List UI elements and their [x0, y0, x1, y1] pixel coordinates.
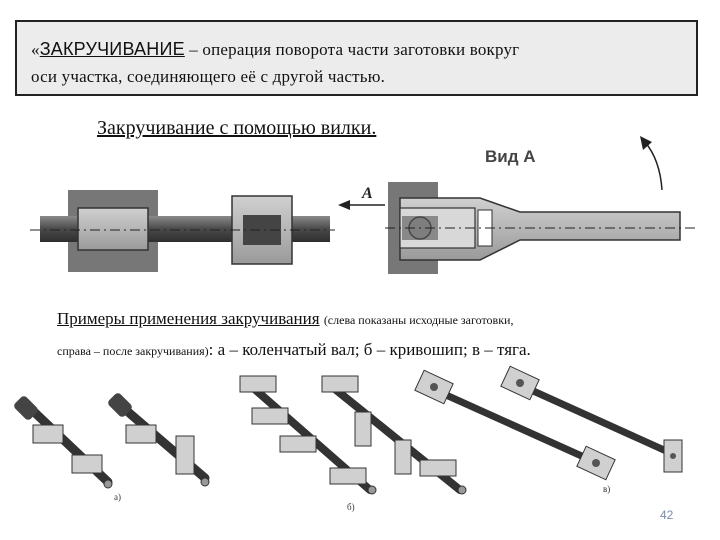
examples-note-2: справа – после закручивания) [57, 344, 209, 358]
page-number: 42 [660, 508, 674, 522]
arrow-label: А [361, 185, 373, 202]
examples-note-1: (слева показаны исходные заготовки, [323, 313, 514, 327]
example-c-blank [414, 369, 616, 481]
example-b-twisted [321, 375, 467, 495]
definition-term: ЗАКРУЧИВАНИЕ [39, 39, 185, 59]
fork-heading: Закручивание с помощью вилки. [97, 117, 377, 139]
example-c-twisted [500, 365, 683, 473]
view-label: Вид А [485, 147, 536, 166]
definition-line-2: оси участка, соединяющего её с другой ча… [31, 67, 386, 86]
caption-a: а) [114, 492, 121, 502]
examples-caption: Примеры применения закручивания (слева п… [57, 304, 697, 366]
example-a-blank [14, 396, 113, 489]
caption-c: в) [603, 484, 610, 494]
examples-legend: : а – коленчатый вал; б – кривошип; в – … [208, 340, 531, 359]
fork-drawing: Вид А [385, 136, 695, 274]
definition-box: «ЗАКРУЧИВАНИЕ – операция поворота части … [15, 20, 698, 96]
view-arrow: А [338, 185, 385, 210]
definition-line-1: «ЗАКРУЧИВАНИЕ – операция поворота части … [31, 39, 520, 59]
examples-title: Примеры применения закручивания [57, 309, 320, 328]
shaft-with-clamps-drawing [30, 190, 335, 272]
example-b-blank [239, 375, 377, 495]
example-a-twisted [108, 393, 210, 487]
caption-b: б) [347, 502, 355, 512]
